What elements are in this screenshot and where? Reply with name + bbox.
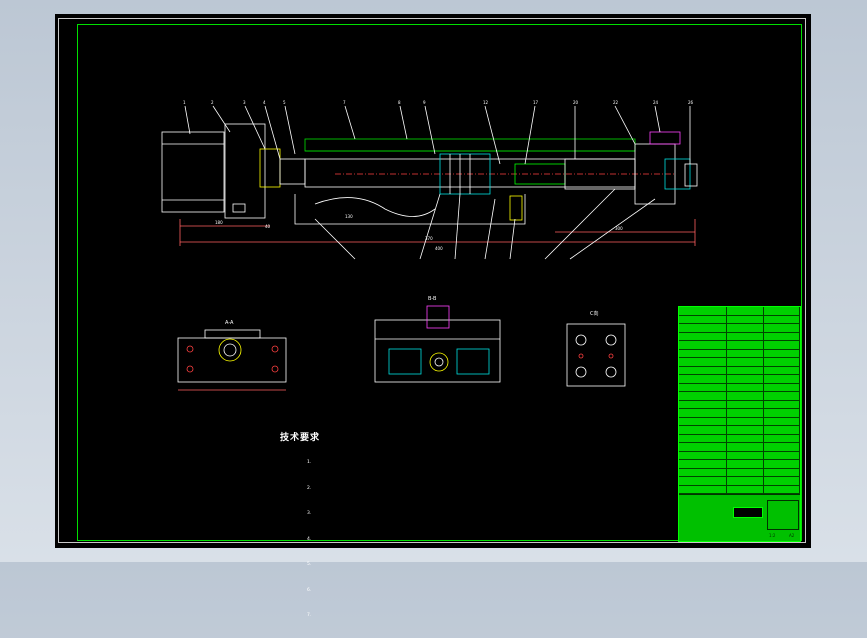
section-a-label: A-A (225, 320, 234, 326)
svg-text:12: 12 (483, 100, 489, 105)
plate-outline (566, 323, 626, 387)
main-assembly-view (161, 105, 698, 260)
tech-note: 4. (307, 536, 312, 542)
drawing-number-box (767, 500, 799, 530)
svg-text:8: 8 (398, 100, 401, 105)
svg-text:4: 4 (263, 100, 266, 105)
sheet-label: A2 (789, 533, 795, 538)
outer-border (58, 18, 806, 543)
svg-text:400: 400 (435, 246, 443, 251)
svg-text:2: 2 (211, 100, 214, 105)
section-view-b (374, 305, 501, 383)
inner-border (77, 24, 802, 541)
svg-text:5: 5 (283, 100, 286, 105)
bearing-housing (279, 158, 306, 185)
svg-text:130: 130 (345, 214, 353, 219)
block-outline (374, 319, 501, 383)
title-block-footer: 1:2 A2 (679, 494, 800, 541)
tech-requirements-title: 技术要求 (280, 433, 321, 443)
svg-text:40: 40 (265, 224, 271, 229)
section-b-label: B-B (428, 296, 437, 302)
tech-note: 3. (307, 511, 312, 516)
svg-text:300: 300 (615, 226, 623, 231)
tech-note: 1. (307, 460, 312, 465)
section-view-c (566, 323, 626, 387)
tech-note: 2. (307, 485, 312, 491)
scale-label: 1:2 (769, 533, 776, 538)
view-c-label: C向 (590, 311, 599, 317)
base-contour (314, 197, 436, 217)
tech-requirements-notes: 1. 2. 3. 4. 5. 6. 7. (307, 442, 313, 638)
title-block: 1:2 A2 (678, 306, 801, 542)
title-box (733, 507, 763, 518)
nut (439, 153, 491, 195)
base-frame (294, 194, 526, 225)
rod-eye (684, 163, 698, 187)
svg-text:9: 9 (423, 100, 426, 105)
svg-text:22: 22 (613, 100, 619, 105)
svg-text:370: 370 (425, 236, 433, 241)
tech-note: 7. (307, 613, 312, 618)
tech-note: 5. (307, 562, 312, 567)
bore-circle (218, 338, 242, 362)
tech-note: 6. (307, 587, 312, 593)
svg-text:17: 17 (533, 100, 539, 105)
dimension-texts: 180 40 370 300 400 130 (215, 214, 623, 251)
svg-text:7: 7 (343, 100, 346, 105)
svg-text:20: 20 (573, 100, 579, 105)
svg-text:3: 3 (243, 100, 246, 105)
svg-text:26: 26 (688, 100, 694, 105)
section-view-a (177, 329, 287, 391)
coupling (259, 148, 281, 188)
svg-text:1: 1 (183, 100, 186, 105)
rod-eye-top (649, 131, 681, 145)
motor-body (161, 131, 225, 213)
svg-text:24: 24 (653, 100, 659, 105)
flange (224, 123, 266, 219)
outer-tube-top (304, 138, 636, 152)
svg-text:180: 180 (215, 220, 223, 225)
